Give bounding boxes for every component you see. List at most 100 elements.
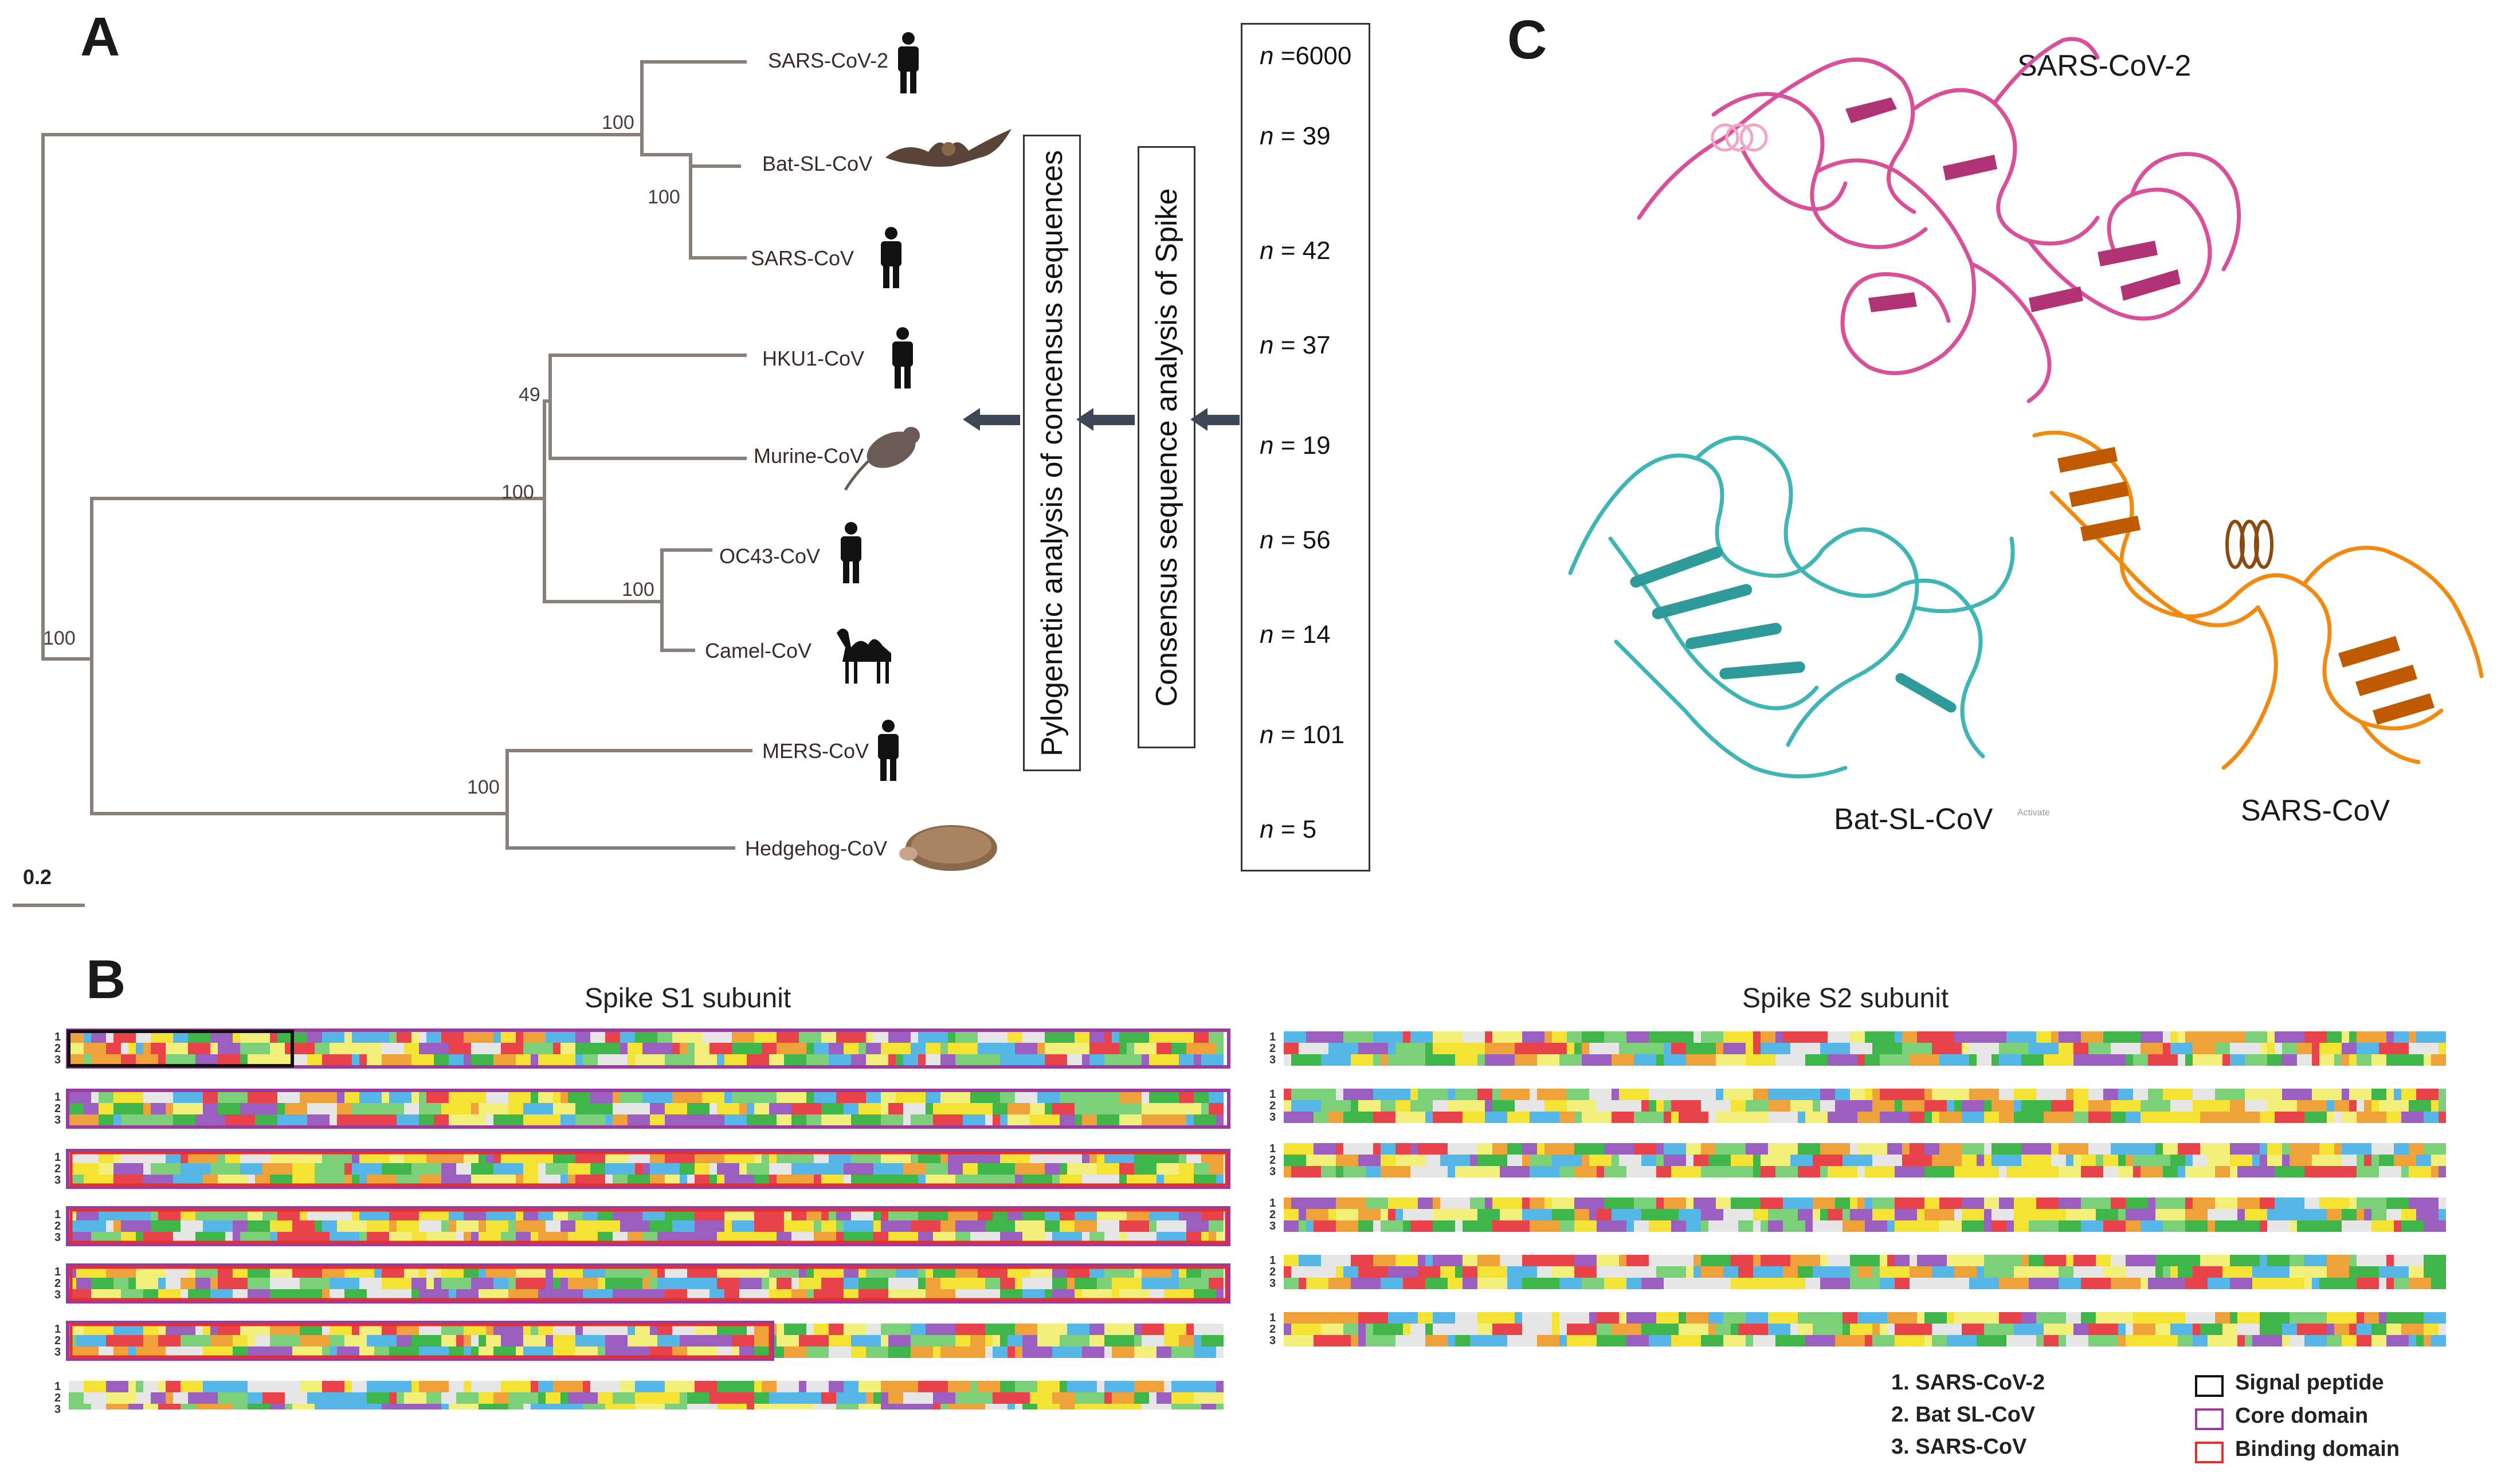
row-number: 2 [54,1163,61,1175]
taxon-label: Hedgehog-CoV [745,837,888,860]
row-number: 2 [1269,1323,1276,1336]
count-label: n = 5 [1260,815,1317,843]
bat-sl-cov-protein-structure [1568,435,2015,779]
structure-label-sars2: SARS-CoV-2 [2017,49,2192,83]
count-value: = 42 [1280,237,1331,265]
sars-cov-protein-structure [2032,430,2484,770]
count-label: n = 14 [1260,621,1331,649]
count-value: =6000 [1280,42,1352,70]
bat-icon [885,129,1012,167]
row-number: 3 [54,1054,61,1066]
scale-bar-label: 0.2 [23,865,52,889]
core-domain-swatch [2195,1408,2224,1430]
row-number: 1 [54,1266,61,1278]
phylogenetic-tree [13,60,752,907]
count-value: = 39 [1280,122,1331,150]
consensus-analysis-label: Consensus sequence analysis of Spike [1150,188,1183,706]
row-number: 2 [54,1392,61,1404]
taxon-label: SARS-CoV [751,246,854,270]
taxon-label: Murine-CoV [754,444,864,468]
row-number: 3 [54,1174,61,1187]
bootstrap-value: 100 [467,776,500,798]
row-number: 2 [1269,1154,1276,1167]
s2-subunit-title: Spike S2 subunit [1742,983,1949,1014]
taxon-label: SARS-CoV-2 [768,49,889,72]
row-number: 1 [1269,1143,1276,1155]
bootstrap-value: 100 [501,481,534,503]
domain-legend-item: Binding domain [2235,1437,2400,1461]
row-number: 1 [54,1091,61,1104]
sequence-counts-box: n =6000 n = 39 n = 42 n = 37 n = 19 n = … [1241,23,1370,871]
count-value: = 101 [1280,721,1345,749]
count-value: = 19 [1280,431,1331,460]
row-number: 2 [1269,1208,1276,1221]
row-number: 2 [1269,1100,1276,1112]
row-number: 2 [54,1102,61,1115]
row-number: 1 [1269,1312,1276,1324]
count-label: n = 101 [1260,721,1345,749]
signal-peptide-swatch [2195,1375,2224,1397]
human-icon [892,327,913,388]
panel-label-b: B [86,949,126,1010]
bootstrap-value: 100 [622,579,654,600]
sequence-legend-item: 1. SARS-CoV-2 [1891,1371,2045,1395]
row-number: 3 [54,1114,61,1126]
taxon-label: OC43-CoV [719,544,821,568]
domain-legend-item: Core domain [2235,1404,2369,1428]
row-number: 3 [1269,1334,1276,1347]
sequence-alignment [66,1028,2446,1410]
count-label: n = 42 [1260,237,1331,265]
row-number: 3 [1269,1165,1276,1178]
arrow-icon [1190,408,1240,431]
count-value: = 37 [1280,331,1331,359]
count-label: n = 37 [1260,331,1331,359]
sars2-protein-structure [1637,37,2241,403]
row-number: 3 [1269,1111,1276,1124]
bootstrap-value: 49 [519,384,540,406]
row-number: 2 [1269,1266,1276,1278]
row-number: 1 [54,1323,61,1336]
bootstrap-value: 100 [602,112,634,134]
row-number: 2 [1269,1042,1276,1055]
structure-label-sars: SARS-CoV [2241,794,2390,827]
human-icon [841,522,861,583]
arrow-icon [1076,408,1135,431]
count-label: n = 56 [1260,526,1331,554]
panel-label-a: A [80,6,120,68]
flow-arrows [963,408,1240,431]
camel-icon [837,628,891,684]
hedgehog-icon [899,825,997,871]
taxon-label: Bat-SL-CoV [762,152,873,175]
binding-domain-swatch [2195,1442,2224,1463]
human-icon [878,720,899,781]
row-number: 1 [54,1380,61,1393]
watermark-text: Activate [2017,808,2050,818]
row-number: 2 [54,1334,61,1347]
row-number: 1 [1269,1254,1276,1267]
sequence-legend-item: 2. Bat SL-CoV [1891,1403,2036,1427]
phylogenetic-analysis-label: Pylogenetic analysis of concensus sequen… [1035,150,1069,756]
count-label: n = 19 [1260,431,1331,460]
taxon-label: Camel-CoV [705,639,812,662]
row-number: 1 [54,1208,61,1221]
row-number: 2 [54,1277,61,1290]
row-number: 1 [54,1031,61,1043]
count-label: n = 39 [1260,122,1331,150]
row-number: 1 [54,1151,61,1164]
human-icon [898,32,919,93]
row-number: 1 [1269,1088,1276,1101]
bootstrap-value: 100 [43,627,76,649]
row-number: 3 [1269,1220,1276,1232]
row-number: 3 [54,1289,61,1301]
structure-label-bat: Bat-SL-CoV [1834,803,1993,836]
s1-subunit-title: Spike S1 subunit [585,983,791,1014]
count-label: n =6000 [1260,42,1352,70]
row-number: 1 [1269,1197,1276,1210]
row-number: 3 [54,1231,61,1244]
row-number: 3 [1269,1277,1276,1290]
row-number: 2 [54,1042,61,1055]
taxon-label: HKU1-CoV [762,347,865,370]
arrow-icon [963,408,1020,431]
consensus-analysis-box: Consensus sequence analysis of Spike [1138,146,1195,748]
domain-legend-item: Signal peptide [2235,1371,2384,1395]
